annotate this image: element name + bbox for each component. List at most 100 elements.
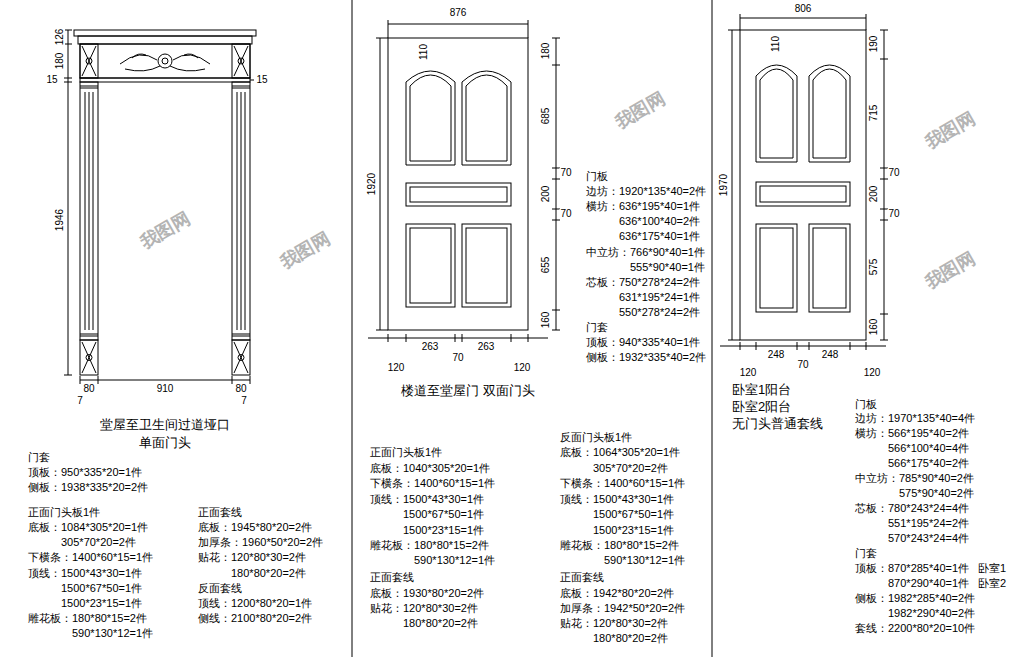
drawing-line — [552, 38, 560, 39]
spec-text: 555*90*40=1件 — [630, 262, 705, 273]
drawing-curve — [132, 54, 146, 58]
drawing-line — [241, 92, 242, 330]
spec-text: 180*80*20=2件 — [403, 618, 478, 629]
dimension-label: 806 — [794, 4, 813, 14]
drawing-rect — [232, 44, 250, 78]
drawing-rect — [809, 224, 850, 312]
spec-text: 顶板：870*285*40=1件 — [855, 563, 969, 574]
drawing-line — [880, 314, 888, 315]
drawing-curve — [756, 65, 797, 162]
drawing-curve — [120, 55, 157, 64]
spec-text: 顶线：1500*43*30=1件 — [28, 568, 142, 579]
drawing-line — [250, 80, 254, 81]
drawing-line — [93, 92, 94, 330]
spec-text: 590*130*12=1件 — [414, 555, 495, 566]
spec-text: 1500*67*50=1件 — [403, 509, 484, 520]
spec-text: 正面门头板1件 — [28, 507, 100, 518]
spec-text: 550*278*24=2件 — [619, 307, 700, 318]
drawing-rect — [406, 183, 511, 206]
dimension-label: 575 — [869, 258, 879, 277]
drawing-line — [720, 346, 886, 347]
dimension-label: 263 — [421, 342, 440, 352]
spec-text: 1500*23*15=1件 — [403, 525, 484, 536]
drawing-line — [797, 342, 798, 350]
caption-text: 卧室2阳台 — [732, 400, 791, 413]
dimension-label: 80 — [234, 384, 247, 394]
spec-text: 底板：1040*305*20=1件 — [370, 463, 490, 474]
spec-text: 底板：1945*80*20=2件 — [198, 522, 312, 533]
drawing-line — [98, 376, 99, 384]
spec-text: 加厚条：1960*50*20=2件 — [198, 537, 323, 548]
drawing-line — [368, 338, 548, 339]
drawing-line — [388, 20, 389, 38]
dimension-label: 70 — [451, 353, 464, 363]
spec-text: 180*80*20=2件 — [231, 568, 306, 579]
drawing-line — [712, 0, 713, 657]
ornament — [238, 58, 244, 64]
spec-text: 边坊：1920*135*40=2件 — [586, 186, 706, 197]
ornament — [162, 58, 168, 64]
drawing-line — [388, 24, 528, 25]
drawing-rect — [760, 228, 793, 308]
drawing-line — [232, 88, 250, 89]
spec-text: 顶线：1200*80*20=1件 — [198, 598, 312, 609]
dimension-label: 7 — [76, 396, 84, 406]
drawing-line — [234, 342, 248, 373]
spec-text: 底板：1942*80*20=2件 — [560, 588, 674, 599]
spec-text: 正面套线 — [370, 572, 414, 583]
ornament — [158, 54, 172, 68]
watermark: 我图网 — [277, 229, 333, 272]
caption-text: 卧室1阳台 — [732, 383, 791, 396]
drawing-rect — [80, 340, 98, 375]
drawing-line — [376, 38, 388, 39]
watermark: 我图网 — [922, 249, 978, 292]
drawing-rect — [740, 30, 866, 340]
spec-text: 1500*67*50=1件 — [593, 509, 674, 520]
drawing-line — [880, 179, 888, 180]
drawing-line — [809, 342, 810, 350]
dimension-label: 160 — [869, 318, 879, 337]
spec-text: 侧板：1938*335*20=2件 — [28, 482, 148, 493]
drawing-line — [552, 179, 560, 180]
drawing-line — [880, 59, 888, 60]
drawing-line — [552, 330, 560, 331]
drawing-line — [528, 334, 529, 342]
spec-text: 中立坊：766*90*40=1件 — [586, 247, 705, 258]
drawing-line — [511, 334, 512, 342]
drawing-line — [82, 342, 96, 373]
spec-text: 590*130*12=1件 — [604, 555, 685, 566]
spec-text: 横坊：636*195*40=1件 — [586, 201, 700, 212]
drawing-line — [64, 375, 72, 376]
drawing-curve — [173, 55, 210, 64]
spec-text: 门套 — [586, 322, 608, 333]
drawing-line — [232, 334, 250, 335]
dimension-label: 248 — [767, 350, 786, 360]
drawing-line — [880, 340, 888, 341]
drawing-line — [237, 92, 238, 330]
drawing-line — [245, 92, 246, 330]
drawing-curve — [813, 69, 846, 158]
drawing-line — [232, 86, 250, 87]
dimension-label: 15 — [255, 75, 268, 85]
drawing-curve — [809, 65, 850, 162]
drawing-rect — [78, 36, 252, 44]
spec-text: 边坊：1970*135*40=4件 — [855, 413, 975, 424]
spec-text: 575*90*40=2件 — [899, 488, 974, 499]
caption-text: 无门头普通套线 — [732, 417, 823, 430]
drawing-line — [552, 310, 560, 311]
spec-text: 636*175*40=1件 — [619, 231, 700, 242]
spec-text: 570*243*24=4件 — [888, 533, 969, 544]
drawing-rect — [232, 82, 250, 340]
spec-text: 反面套线 — [198, 583, 242, 594]
drawing-line — [352, 0, 353, 657]
spec-text: 反面门头板1件 — [560, 432, 632, 443]
spec-text: 横坊：566*195*40=2件 — [855, 428, 969, 439]
drawing-rect — [388, 38, 528, 330]
drawing-curve — [170, 66, 205, 71]
drawing-line — [80, 88, 98, 89]
drawing-line — [462, 334, 463, 342]
spec-text: 566*175*40=2件 — [888, 458, 969, 469]
drawing-line — [728, 340, 740, 341]
watermark: 我图网 — [137, 209, 193, 252]
drawing-line — [455, 334, 456, 342]
